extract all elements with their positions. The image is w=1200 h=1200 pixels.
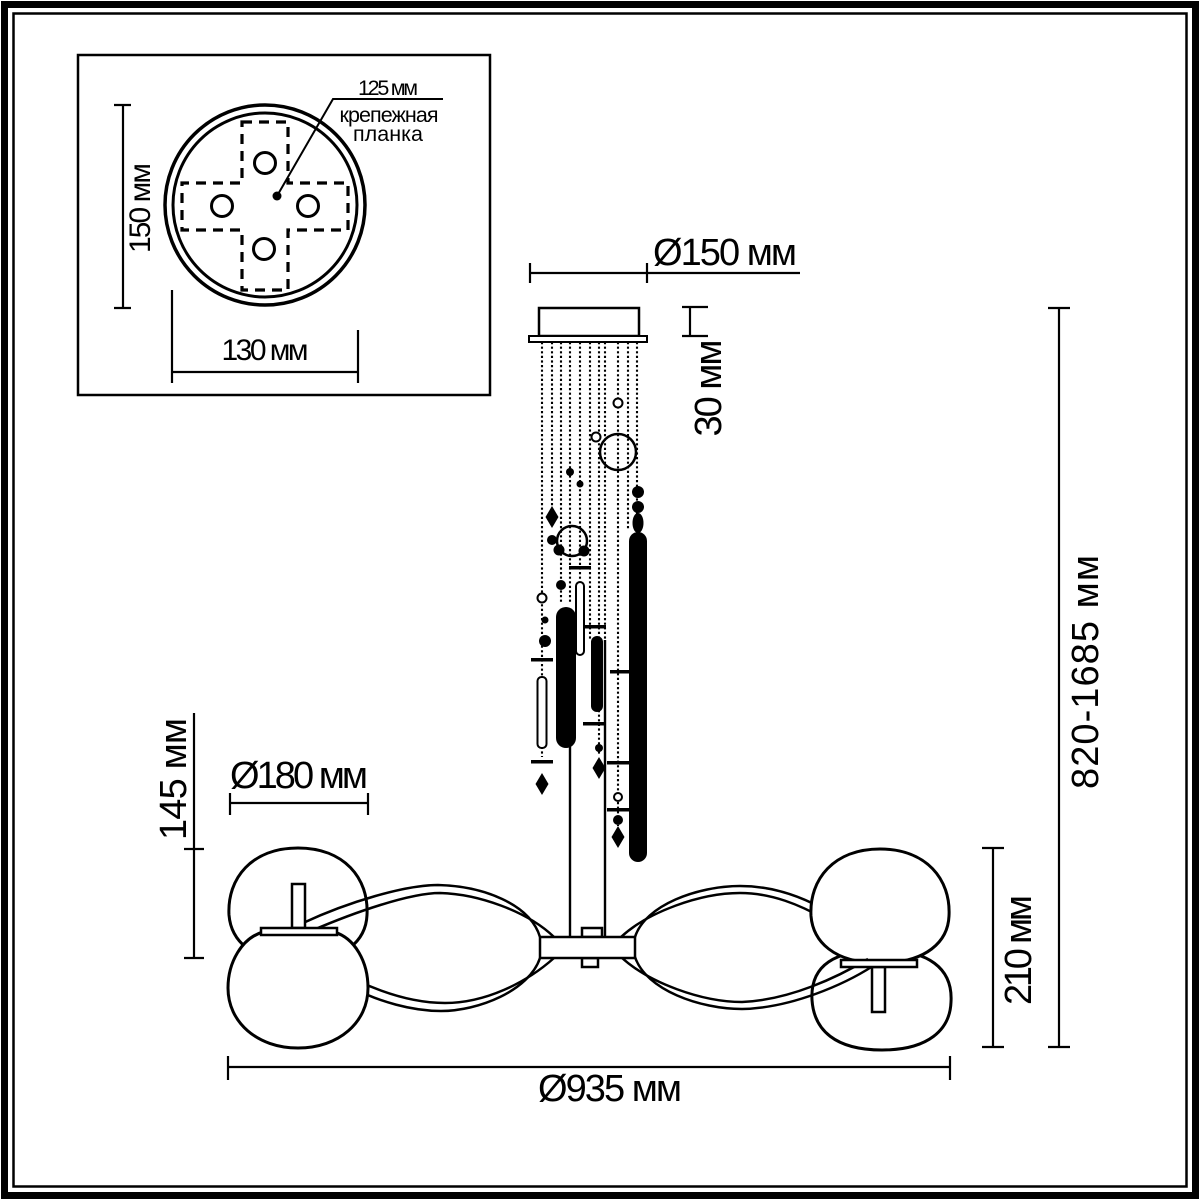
hub-body bbox=[538, 935, 637, 960]
chain-crosses bbox=[531, 566, 632, 812]
mounting-bracket-dashed-outline bbox=[180, 120, 350, 292]
canopy-outer-circle bbox=[163, 103, 367, 307]
dim-130-label: 130 мм bbox=[222, 334, 309, 367]
crystal-ring bbox=[598, 432, 638, 472]
crystal-ring bbox=[555, 524, 589, 558]
bracket-label-line2: планка bbox=[353, 122, 423, 146]
socket-stem-left bbox=[290, 882, 307, 930]
chain-decorations bbox=[531, 397, 647, 862]
mounting-plate-inset: 125 мм крепежная планка 150 мм 130 мм bbox=[76, 53, 492, 397]
dim-150-label: 150 мм bbox=[124, 163, 157, 253]
pendant-cylinder bbox=[629, 532, 647, 862]
lamp-sockets bbox=[259, 882, 919, 1014]
dim-150 bbox=[114, 103, 131, 310]
ceiling-canopy bbox=[537, 306, 641, 338]
arm-curves-front bbox=[302, 883, 874, 1011]
leader-line bbox=[276, 98, 443, 197]
canopy-base-plate bbox=[528, 335, 648, 343]
central-hub bbox=[538, 926, 637, 969]
hub-bottom-tab bbox=[580, 956, 600, 969]
crystal-rod bbox=[536, 676, 548, 749]
dim-globe-diameter: Ø180 мм bbox=[230, 755, 368, 797]
suspension-rods bbox=[568, 640, 607, 937]
arm-curves-behind bbox=[349, 884, 833, 1013]
mounting-holes bbox=[210, 151, 320, 261]
hub-top-tab bbox=[580, 926, 604, 939]
crystal-rod bbox=[575, 581, 585, 656]
globe-right-upper bbox=[809, 847, 951, 965]
bracket-label-line1: крепежная bbox=[340, 103, 439, 127]
dim-suspension-height: 820-1685 мм bbox=[1065, 555, 1107, 789]
chandelier-side-view: Ø150 мм 30 мм 820-1685 мм 210 мм 145 мм … bbox=[153, 232, 1107, 1110]
dim-130 bbox=[170, 290, 360, 383]
inset-border bbox=[76, 53, 492, 397]
socket-stem-right bbox=[870, 965, 887, 1014]
dimension-labels: Ø150 мм 30 мм 820-1685 мм 210 мм 145 мм … bbox=[153, 232, 1107, 1110]
socket-plate-right bbox=[839, 958, 919, 969]
globe-left-lower bbox=[226, 930, 370, 1050]
pendant-cylinder bbox=[591, 636, 603, 712]
dimension-lines bbox=[184, 263, 1070, 1080]
pendant-cylinder bbox=[556, 607, 576, 748]
dim-lamp-height: 210 мм bbox=[998, 895, 1040, 1005]
dim-canopy-height: 30 мм bbox=[688, 340, 730, 437]
dim-125-label: 125 мм bbox=[358, 76, 418, 100]
canopy-inner-circle bbox=[171, 111, 359, 299]
dim-canopy-diameter: Ø150 мм bbox=[653, 232, 797, 274]
teardrop-finials bbox=[535, 506, 625, 848]
dim-globe-height: 145 мм bbox=[153, 718, 195, 840]
socket-plate-left bbox=[259, 926, 339, 937]
dim-total-diameter: Ø935 мм bbox=[538, 1068, 682, 1110]
